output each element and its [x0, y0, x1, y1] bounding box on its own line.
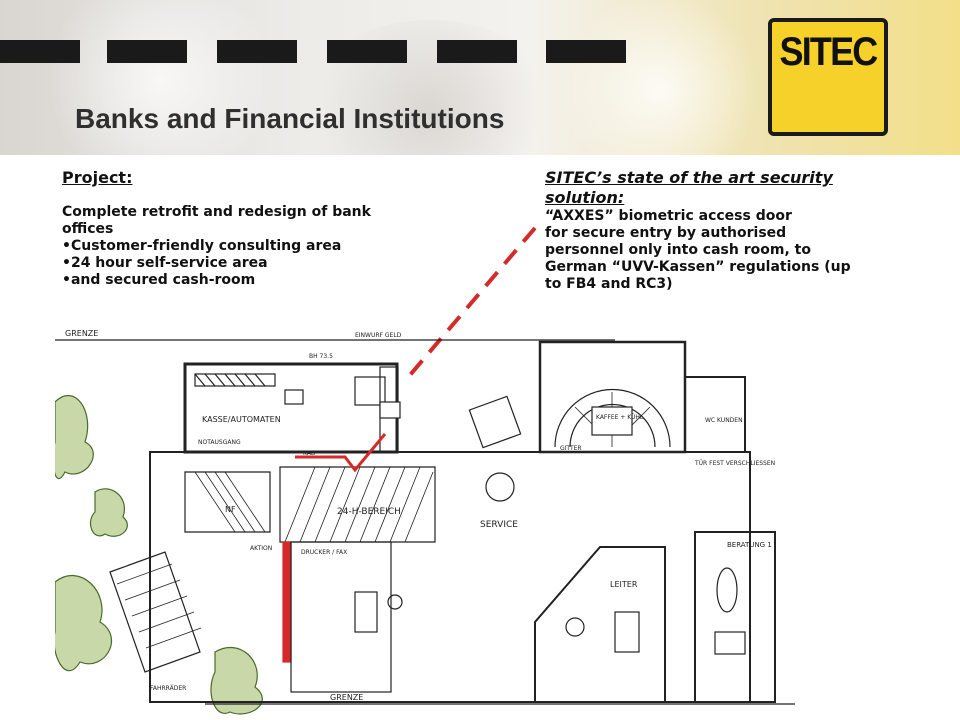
project-section: Project: Complete retrofit and redesign …: [62, 168, 422, 289]
label-grenze-top: GRENZE: [65, 329, 98, 338]
tree-shape: [55, 575, 113, 671]
staircase-left: NF: [184, 471, 271, 533]
access-door-unit: [379, 401, 401, 419]
logo-text: SITEC: [779, 30, 878, 74]
project-bullet: •Customer-friendly consulting area: [62, 238, 342, 254]
solution-line: German “UVV-Kassen” regulations (up: [545, 259, 851, 275]
project-heading: Project:: [62, 168, 133, 187]
header-stripe: [0, 40, 80, 63]
solution-line: personnel only into cash room, to: [545, 242, 811, 258]
wc-room: [684, 376, 746, 453]
label-tuer: TÜR FEST VERSCHLIESSEN: [694, 460, 775, 467]
leiter-room: [534, 546, 666, 702]
area-24h-outline: [279, 466, 436, 543]
label-aktion: AKTION: [250, 545, 272, 552]
header-stripe: [107, 40, 187, 63]
desk: [468, 395, 522, 449]
stair-outline: [184, 471, 271, 533]
header-stripe: [546, 40, 626, 63]
equipment: [354, 376, 386, 406]
desk: [714, 631, 746, 655]
tree-shape: [55, 395, 94, 480]
label-wc: WC KUNDEN: [705, 417, 743, 424]
label-grenze-bottom: GRENZE: [330, 693, 363, 702]
round-table: [565, 617, 585, 637]
service-table: [485, 472, 515, 502]
solution-section: SITEC’s state of the art security soluti…: [545, 168, 895, 293]
desk: [614, 611, 640, 653]
stair-arc: [554, 388, 671, 448]
header-stripe: [217, 40, 297, 63]
label-notausgang: NOTAUSGANG: [198, 439, 241, 446]
solution-heading: SITEC’s state of the art security soluti…: [545, 168, 833, 207]
label-bh: BH 73.5: [309, 353, 333, 360]
label-einwurf: EINWURF GELD: [355, 332, 402, 339]
entrance-stairs: FAHRRÄDER: [109, 551, 202, 692]
area-24h: 24-H-BEREICH: [279, 466, 436, 543]
beratung-room: [694, 531, 776, 703]
secure-wall: [282, 541, 292, 663]
entrance-stair-steps: [116, 563, 202, 649]
label-drucker: DRUCKER / FAX: [301, 549, 347, 556]
callout-dashed-line: [408, 226, 537, 377]
desk: [284, 389, 304, 405]
project-bullet: •24 hour self-service area: [62, 255, 268, 271]
label-nf: NF: [225, 505, 236, 514]
stair-steps: [194, 471, 266, 533]
area-24h-hatch: [284, 466, 434, 543]
tree-shape: [90, 488, 128, 537]
page-title: Banks and Financial Institutions: [75, 103, 505, 134]
label-gitter: GITTER: [560, 445, 582, 452]
label-24h: 24-H-BEREICH: [337, 507, 401, 517]
label-kasse: KASSE/AUTOMATEN: [202, 415, 281, 424]
label-kaffee: KAFFEE + KÜHL: [596, 414, 644, 421]
solution-line: for secure entry by authorised: [545, 225, 787, 241]
secure-route: [295, 433, 387, 473]
label-fahrraeder: FAHRRÄDER: [150, 685, 186, 692]
label-beratung: BERATUNG 1: [727, 541, 772, 549]
kaffee-box: [591, 406, 633, 436]
entrance-stair-outline: [109, 551, 201, 673]
label-service: SERVICE: [480, 520, 518, 530]
header-photo-highlight: [560, 0, 760, 155]
header-photo-highlight: [40, 0, 280, 155]
solution-line: “AXXES” biometric access door: [545, 208, 792, 224]
project-bullet: •and secured cash-room: [62, 272, 256, 288]
meeting-table: [716, 567, 738, 613]
desk: [354, 591, 378, 633]
outer-wall: [149, 451, 751, 703]
chair: [387, 594, 403, 610]
label-leiter: LEITER: [610, 580, 638, 589]
sitec-logo: SITEC: [768, 18, 888, 136]
tree-shape: [210, 646, 263, 715]
landscaping: [55, 395, 263, 715]
header-stripe: [437, 40, 517, 63]
header-stripe: [327, 40, 407, 63]
cabinet-hatch: [194, 373, 266, 387]
project-description: Complete retrofit and redesign of bank o…: [62, 204, 371, 237]
solution-line: to FB4 and RC3): [545, 276, 673, 292]
label-kad: KAD: [303, 450, 316, 457]
stair-arc: [569, 403, 656, 448]
drucker-room: [290, 541, 392, 693]
spiral-staircase: KAFFEE + KÜHL GITTER: [538, 340, 687, 454]
floor-plan: GRENZE GRENZE KASSE/AUTOMATEN NOTAUSGANG…: [55, 329, 795, 715]
